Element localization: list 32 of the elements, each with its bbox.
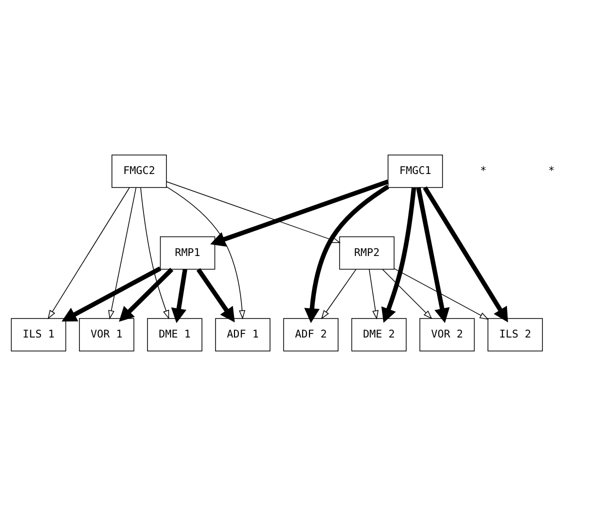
arrow [140, 186, 170, 319]
arrow [48, 186, 130, 319]
arrow [108, 186, 136, 319]
node-box: VOR 2 [419, 318, 475, 351]
arrow [422, 186, 508, 322]
arrow [416, 186, 450, 323]
label: * [480, 164, 487, 177]
arrow [210, 179, 389, 246]
arrow [368, 268, 379, 319]
node-box: FMGC2 [112, 154, 167, 188]
node-box: ILS 1 [10, 318, 66, 351]
arrow [394, 268, 489, 320]
node-box: RMP1 [160, 236, 216, 270]
label: * [548, 164, 555, 177]
node-box: FMGC1 [388, 154, 443, 188]
arrow [321, 268, 356, 319]
arrow [62, 266, 162, 322]
node-box: DME 1 [147, 318, 202, 351]
node-box: DME 2 [351, 318, 407, 351]
arrow [171, 268, 188, 323]
arrow [118, 267, 174, 322]
node-box: VOR 1 [79, 318, 134, 351]
arrow [381, 186, 416, 322]
node-box: ILS 2 [488, 318, 543, 351]
node-box: RMP2 [339, 236, 394, 270]
arrow [166, 186, 246, 319]
arrow [382, 268, 432, 319]
arrow [196, 268, 235, 322]
node-box: ADF 2 [283, 318, 338, 351]
node-box: ADF 1 [215, 318, 270, 351]
arrow [304, 184, 390, 323]
arrow [166, 180, 341, 243]
